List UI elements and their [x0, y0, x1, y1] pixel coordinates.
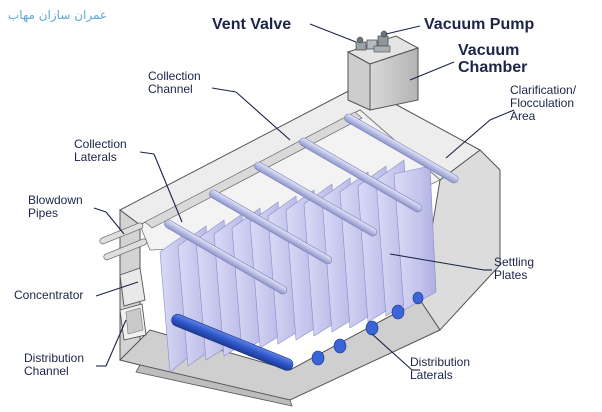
label-vacuum-chamber-line2: Chamber — [458, 59, 528, 76]
label-vacuum-chamber-line1: Vacuum — [458, 42, 520, 59]
label-clarification-area: Clarification/ Flocculation Area — [510, 84, 596, 123]
label-vent-valve: Vent Valve — [212, 16, 292, 33]
label-concentrator: Concentrator — [14, 288, 84, 302]
label-distribution-laterals-line1: Distribution — [410, 355, 471, 369]
label-collection-laterals: Collection Laterals — [74, 138, 140, 164]
label-settling-line2: Plates — [494, 268, 528, 282]
label-collection-channel-line2: Channel — [148, 82, 193, 96]
label-collection-channel: Collection Channel — [148, 70, 214, 96]
label-vacuum-chamber: Vacuum Chamber — [458, 42, 540, 76]
label-settling-plates: Settling Plates — [494, 256, 560, 282]
label-distribution-laterals-line2: Laterals — [410, 368, 453, 382]
label-distribution-laterals: Distribution Laterals — [410, 356, 484, 382]
label-clarification-line1: Clarification/ — [510, 83, 577, 97]
label-collection-channel-line1: Collection — [148, 69, 201, 83]
blowdown-pipes-icon — [99, 222, 148, 261]
label-blowdown-pipes: Blowdown Pipes — [28, 194, 94, 220]
label-distribution-channel: Distribution Channel — [24, 352, 98, 378]
label-clarification-line3: Area — [510, 109, 536, 123]
label-distribution-channel-line2: Channel — [24, 364, 69, 378]
vacuum-pump-assembly-icon — [355, 30, 391, 53]
settling-plates — [159, 159, 437, 373]
label-blowdown-line2: Pipes — [28, 206, 59, 220]
label-blowdown-line1: Blowdown — [28, 193, 83, 207]
label-vacuum-pump: Vacuum Pump — [424, 16, 535, 33]
label-collection-laterals-line1: Collection — [74, 137, 127, 151]
label-distribution-channel-line1: Distribution — [24, 351, 85, 365]
label-settling-line1: Settling — [494, 255, 535, 269]
leader-lines — [93, 23, 515, 371]
label-collection-laterals-line2: Laterals — [74, 150, 117, 164]
watermark-text: عمران سازان مهاب — [8, 8, 108, 22]
collection-lateral-pipes — [164, 113, 459, 295]
label-clarification-line2: Flocculation — [510, 96, 575, 110]
distribution-lateral-pipes — [171, 291, 424, 371]
